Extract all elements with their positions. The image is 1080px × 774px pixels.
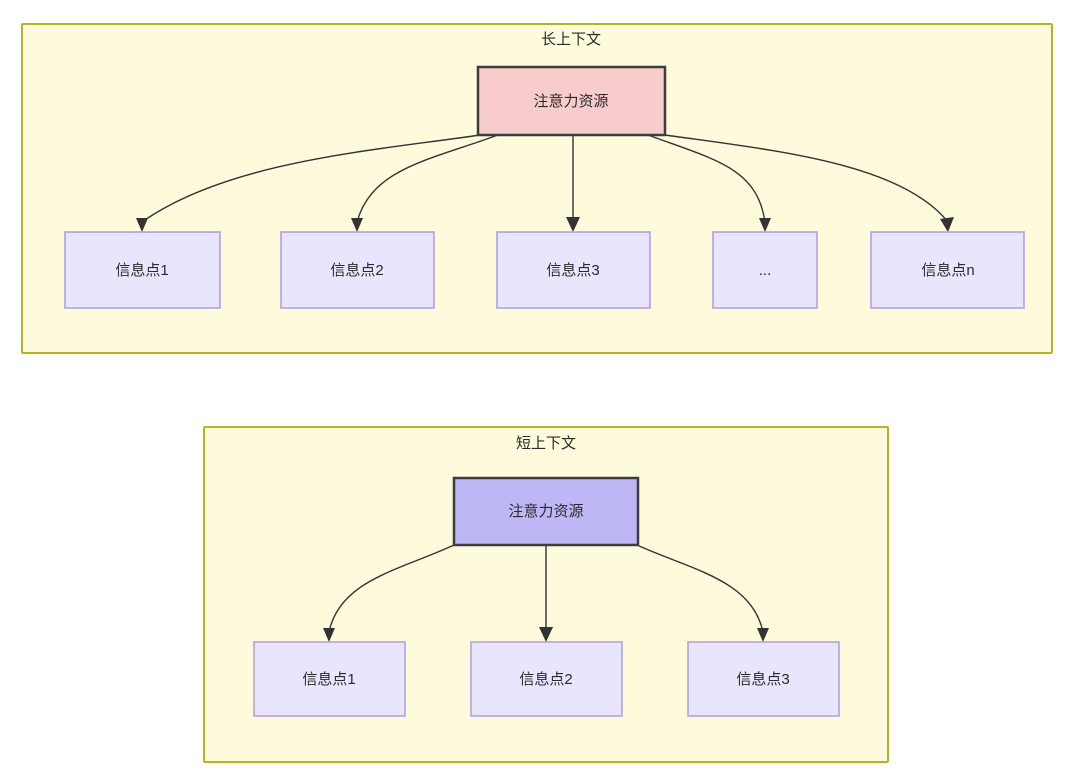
arrow-head-info-3 xyxy=(757,628,769,642)
arrow-head-info-n xyxy=(940,217,954,232)
leaf-label: 信息点n xyxy=(921,262,974,279)
short-context-edges xyxy=(323,544,769,642)
short-context-leaf-1[interactable]: 信息点1 xyxy=(253,641,406,717)
arrow-head-info-1 xyxy=(323,628,335,642)
leaf-box[interactable] xyxy=(687,641,840,717)
short-context-section: 短上下文 注意力资源 信息点1 信息点 xyxy=(203,426,889,763)
edge-hub-to-info-1 xyxy=(141,134,481,223)
hub-box-long[interactable] xyxy=(476,65,667,137)
long-context-leaf-ellipsis[interactable]: ... xyxy=(712,231,818,309)
leaf-box[interactable] xyxy=(253,641,406,717)
leaf-label: 信息点1 xyxy=(115,262,168,279)
arrow-head-info-2 xyxy=(351,218,363,232)
leaf-label: ... xyxy=(759,262,772,279)
hub-label-short: 注意力资源 xyxy=(508,502,583,520)
leaf-label: 信息点1 xyxy=(302,671,355,688)
edge-hub-to-info-1 xyxy=(328,544,455,633)
arrow-head-info-3 xyxy=(566,217,580,232)
leaf-box[interactable] xyxy=(470,641,623,717)
hub-box-short[interactable] xyxy=(452,476,640,547)
edge-hub-to-info-3 xyxy=(636,544,764,633)
leaf-label: 信息点2 xyxy=(330,262,383,279)
leaf-box[interactable] xyxy=(712,231,818,309)
short-context-leaf-2[interactable]: 信息点2 xyxy=(470,641,623,717)
short-context-hub-node[interactable]: 注意力资源 xyxy=(452,476,640,547)
arrow-head-info-2 xyxy=(539,627,553,642)
leaf-box[interactable] xyxy=(280,231,435,309)
leaf-label: 信息点3 xyxy=(546,262,599,279)
leaf-box[interactable] xyxy=(870,231,1025,309)
long-context-leaf-n[interactable]: 信息点n xyxy=(870,231,1025,309)
long-context-leaf-2[interactable]: 信息点2 xyxy=(280,231,435,309)
arrow-head-info-1 xyxy=(136,218,148,232)
leaf-box[interactable] xyxy=(496,231,651,309)
short-context-title: 短上下文 xyxy=(516,435,576,452)
edge-hub-to-info-2 xyxy=(356,134,499,223)
long-context-title: 长上下文 xyxy=(541,31,601,48)
long-context-hub-node[interactable]: 注意力资源 xyxy=(476,65,667,137)
leaf-label: 信息点3 xyxy=(736,671,789,688)
short-context-leaf-3[interactable]: 信息点3 xyxy=(687,641,840,717)
edge-hub-to-ellipsis xyxy=(647,134,766,223)
edge-hub-to-info-n xyxy=(664,134,949,223)
arrow-head-ellipsis xyxy=(759,218,771,232)
long-context-leaf-3[interactable]: 信息点3 xyxy=(496,231,651,309)
long-context-edges xyxy=(136,134,954,232)
long-context-section: 长上下文 注意 xyxy=(21,23,1053,354)
leaf-box[interactable] xyxy=(64,231,221,309)
hub-label-long: 注意力资源 xyxy=(533,92,608,110)
long-context-leaf-1[interactable]: 信息点1 xyxy=(64,231,221,309)
leaf-label: 信息点2 xyxy=(519,671,572,688)
